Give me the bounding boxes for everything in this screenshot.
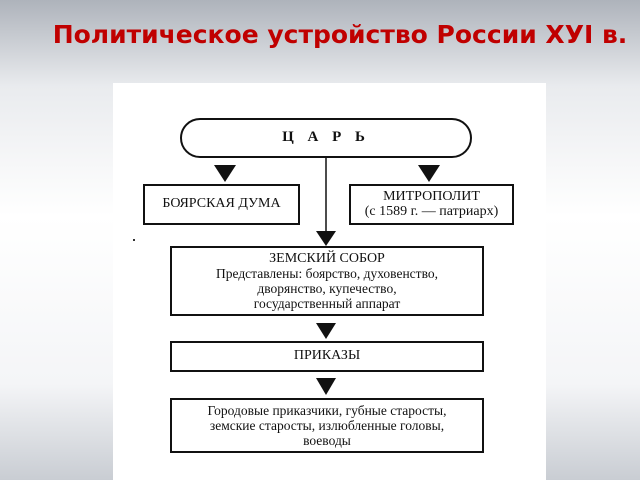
node-local-line2: земские старосты, излюбленные головы, <box>209 417 445 433</box>
stray-dot <box>133 239 135 241</box>
diagram-card: Ц А Р Ь БОЯРСКАЯ ДУМА МИТРОПОЛИТ (с 1589… <box>113 83 546 480</box>
node-zemsky-sobor-title: ЗЕМСКИЙ СОБОР <box>269 250 385 266</box>
node-boyar-duma: БОЯРСКАЯ ДУМА <box>143 184 300 225</box>
node-local-line3: воеводы <box>303 433 351 449</box>
arrow-head-sobor <box>316 231 336 246</box>
node-zemsky-sobor: ЗЕМСКИЙ СОБОР Представлены: боярство, ду… <box>170 246 484 316</box>
arrow-head-metropolitan <box>418 165 440 182</box>
arrow-head-local <box>316 378 336 395</box>
node-zemsky-sobor-line2: дворянство, купечество, <box>257 281 397 297</box>
page-title: Политическое устройство России XУI в. <box>52 20 628 49</box>
connector-layer <box>214 158 440 395</box>
node-metropolitan-title: МИТРОПОЛИТ <box>383 188 480 204</box>
arrow-head-prikazy <box>316 323 336 339</box>
node-metropolitan-note: (с 1589 г. — патриарх) <box>364 203 499 219</box>
node-prikazy: ПРИКАЗЫ <box>170 341 484 372</box>
node-local-officials: Городовые приказчики, губные старосты, з… <box>170 398 484 453</box>
node-boyar-duma-label: БОЯРСКАЯ ДУМА <box>162 196 281 212</box>
node-tsar: Ц А Р Ь <box>180 118 472 158</box>
arrow-head-duma <box>214 165 236 182</box>
node-local-line1: Городовые приказчики, губные старосты, <box>207 402 447 418</box>
node-prikazy-label: ПРИКАЗЫ <box>293 348 361 364</box>
node-metropolitan: МИТРОПОЛИТ (с 1589 г. — патриарх) <box>349 184 514 225</box>
node-tsar-label: Ц А Р Ь <box>282 129 370 146</box>
node-zemsky-sobor-line3: государственный аппарат <box>253 296 401 312</box>
node-zemsky-sobor-line1: Представлены: боярство, духовенство, <box>216 266 438 282</box>
